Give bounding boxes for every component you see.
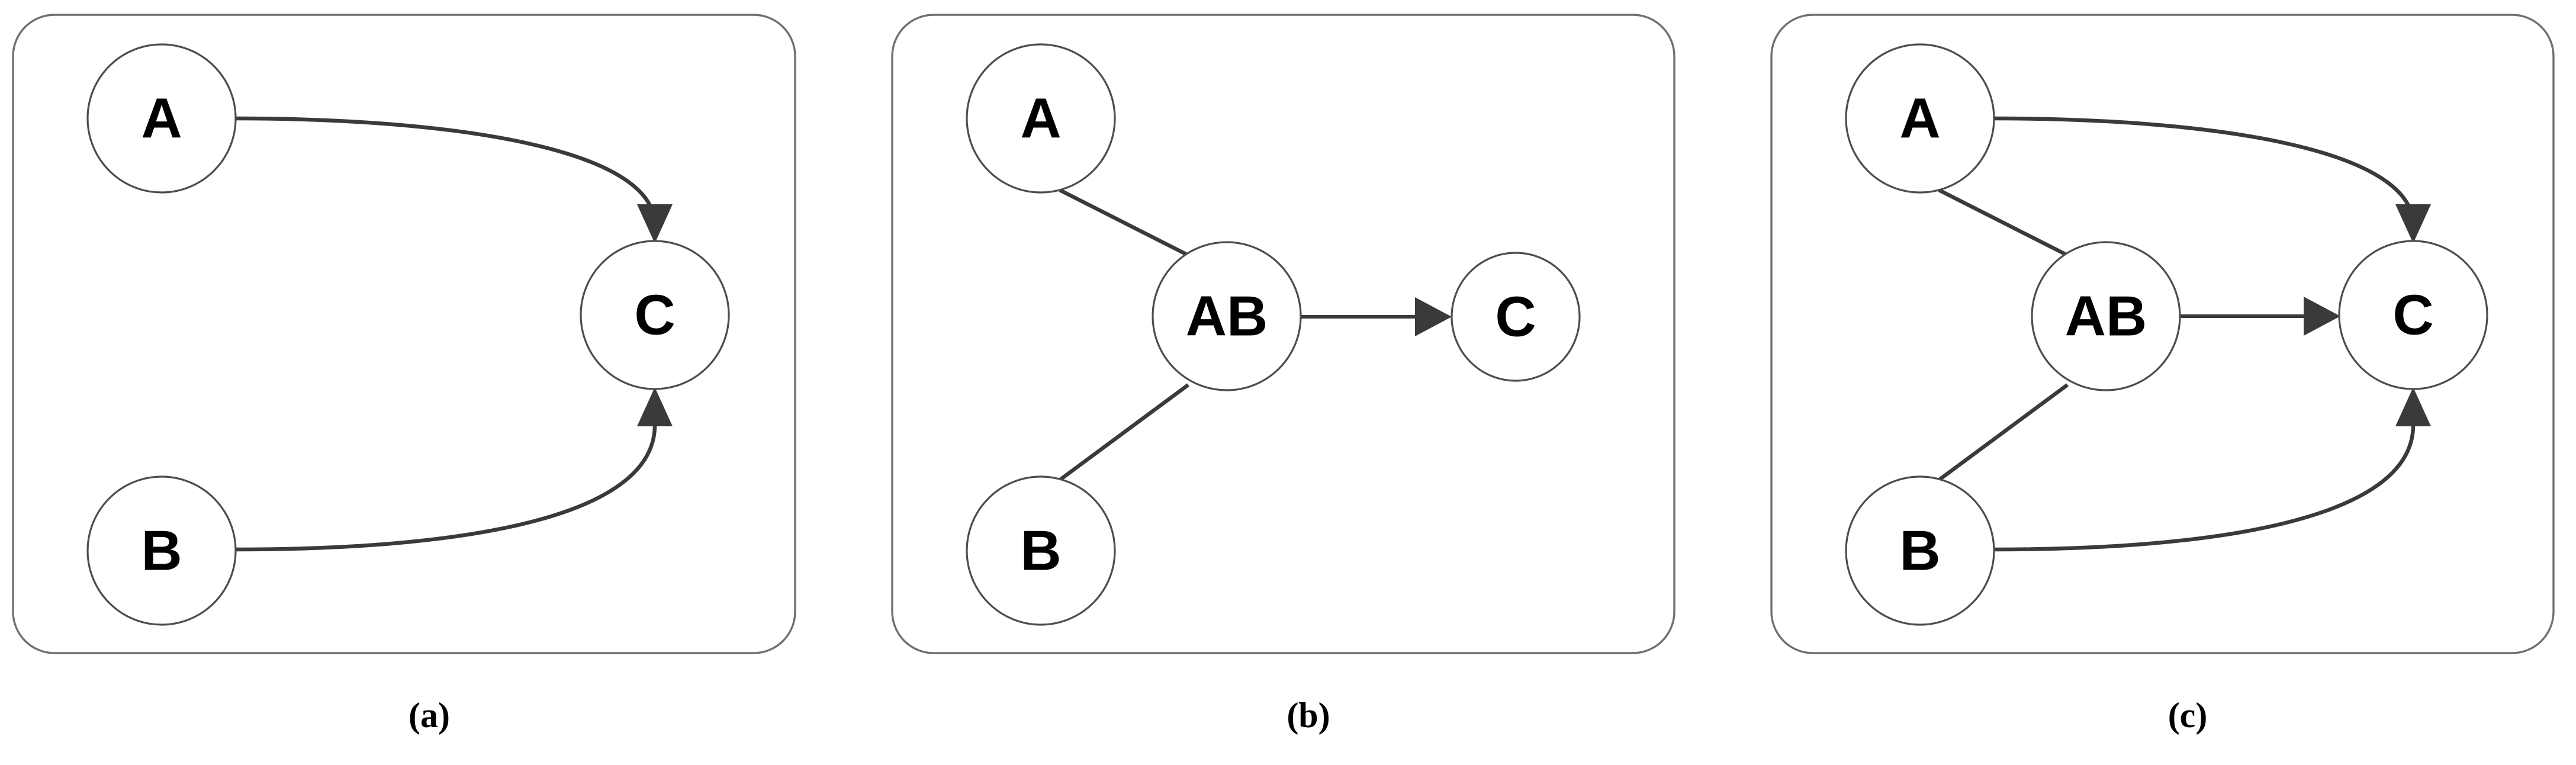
edge-ab-to-c-arrowhead [1415,297,1452,336]
panel-b-caption: (b) [1287,696,1330,735]
panel-border [891,14,1675,654]
panel-c-graphic: A B AB C [1770,14,2555,654]
node-c[interactable] [2338,240,2488,390]
panel-c: A B AB C (c) [1758,0,2576,765]
panel-b: A B AB C (b) [879,0,1738,765]
edge-b-to-c-arrowhead [637,387,673,426]
edge-b-to-ab-line [1057,383,1189,483]
node-b[interactable] [966,475,1116,626]
edge-a-to-c-line [235,116,657,226]
node-a[interactable] [86,43,237,194]
edge-b-to-c-line [235,425,657,552]
node-c[interactable] [1451,252,1581,382]
node-a[interactable] [966,43,1116,194]
panel-a-caption: (a) [409,696,450,735]
node-c-label: C [1495,285,1536,349]
panel-a-graphic: A B C [12,14,796,654]
node-c-label: C [2392,284,2433,347]
panel-b-graphic: A B AB C [891,14,1675,654]
edge-ab-to-c-arrowhead [2304,297,2340,336]
node-a-label: A [1020,87,1061,150]
node-ab[interactable] [2031,241,2181,391]
node-a[interactable] [1845,43,1995,194]
edge-a-to-ab-line [1059,188,1188,256]
panel-border [12,14,796,654]
node-b-label: B [141,519,182,583]
edge-b-to-ab-line [1937,383,2069,483]
node-b-label: B [1020,519,1061,583]
node-ab[interactable] [1152,241,1302,391]
edge-a-to-c-arrowhead [2395,204,2431,243]
node-b[interactable] [1845,475,1995,626]
edge-a-to-ab-line [1938,188,2067,256]
edge-b-to-c-arrowhead [2395,387,2431,426]
panel-c-caption: (c) [2167,696,2208,735]
node-a-label: A [141,87,182,150]
node-b[interactable] [86,475,237,626]
node-ab-label: AB [2065,285,2147,348]
node-a-label: A [1899,87,1940,150]
node-c-label: C [634,284,675,347]
edge-a-to-c-arrowhead [637,204,673,243]
node-c[interactable] [580,240,730,390]
panel-border [1770,14,2555,654]
edge-b-to-c-line [1993,425,2416,552]
node-b-label: B [1899,519,1940,583]
edge-a-to-c-line [1993,116,2416,226]
node-ab-label: AB [1186,285,1268,348]
panel-a: A B C (a) [0,0,858,765]
